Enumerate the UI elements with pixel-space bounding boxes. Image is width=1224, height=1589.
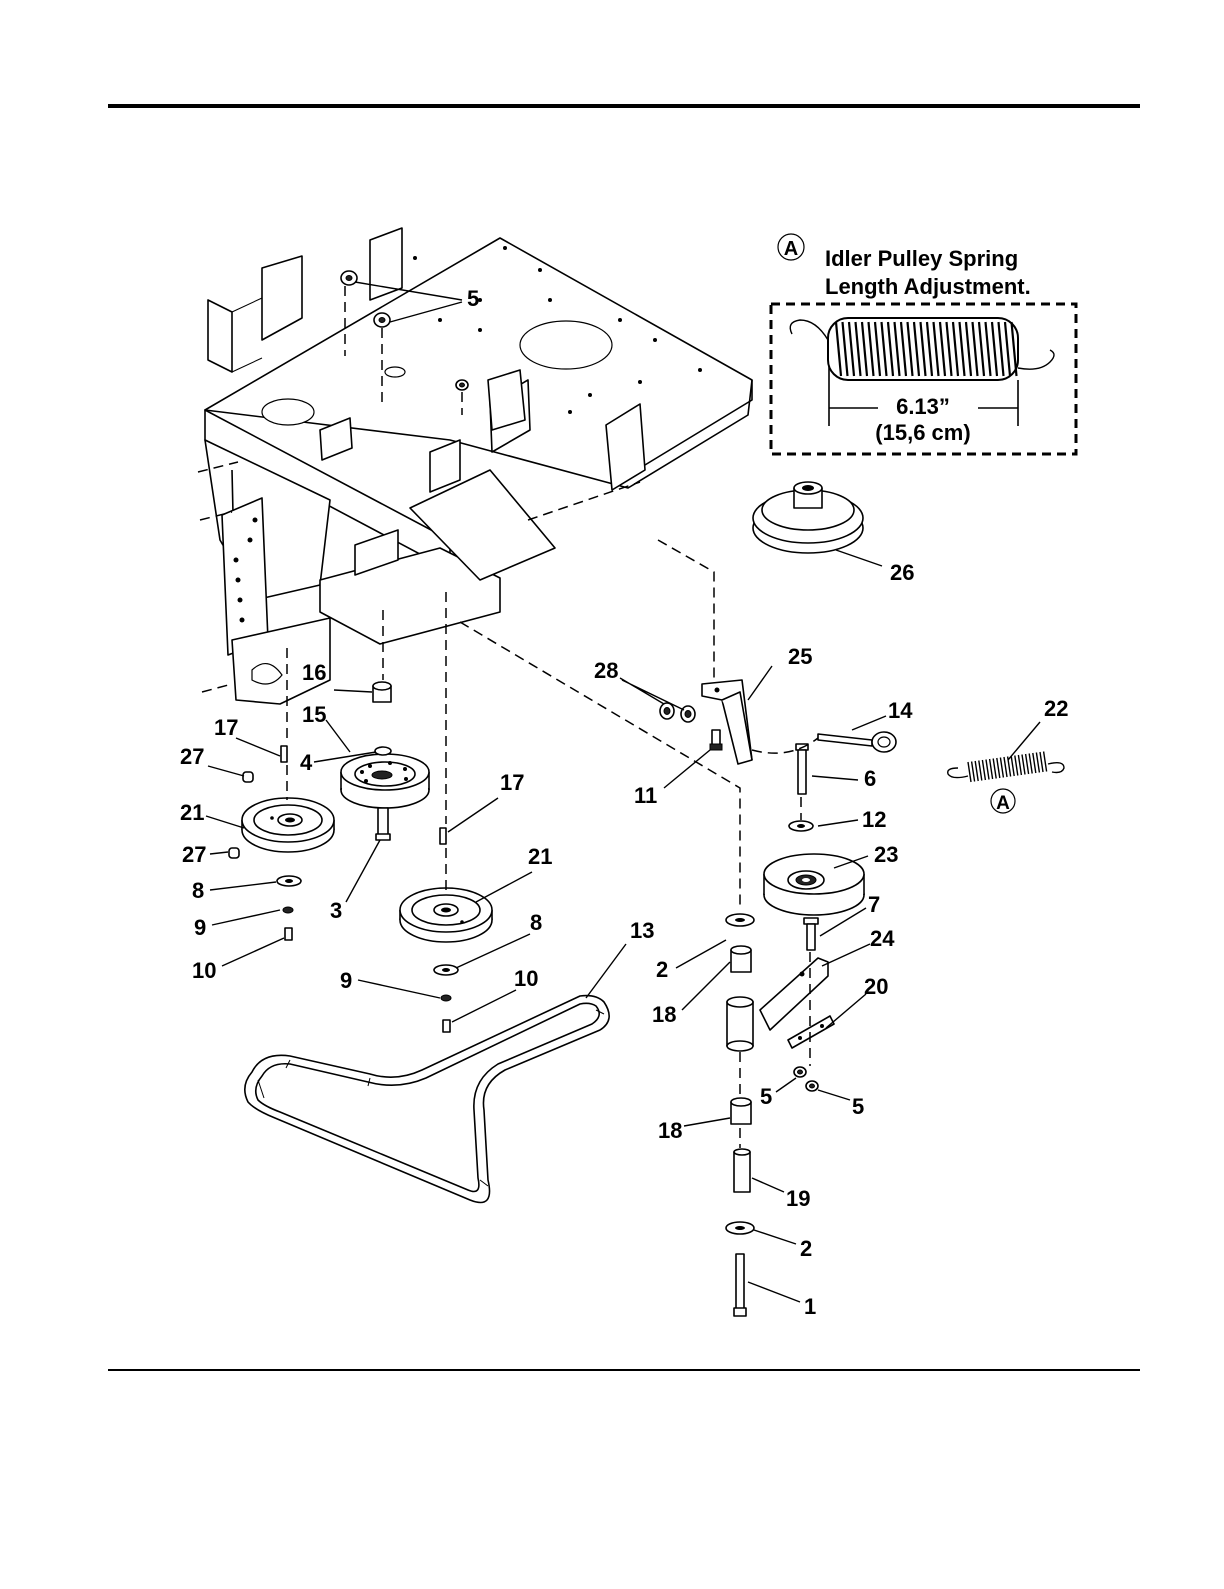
part-21-pulley-center	[400, 888, 492, 942]
callout-5-lower-left: 5	[760, 1084, 772, 1109]
callout-2-lower: 2	[800, 1236, 812, 1261]
callout-1: 1	[804, 1294, 816, 1319]
callout-8-left: 8	[192, 878, 204, 903]
part-8-washer-center	[434, 965, 458, 975]
callout-6: 6	[864, 766, 876, 791]
part-3-bolt	[376, 808, 390, 840]
part-20-plate	[788, 1016, 834, 1048]
part-17-key-left	[281, 746, 287, 762]
spring-marker: A	[996, 793, 1010, 814]
part-12-washer-hole	[797, 824, 805, 828]
callout-2-upper: 2	[656, 957, 668, 982]
part-13-belt	[245, 996, 609, 1203]
callout-13: 13	[630, 918, 654, 943]
callout-27-bottom: 27	[182, 842, 206, 867]
callout-25: 25	[788, 644, 812, 669]
part-17-key-center	[440, 828, 446, 844]
callout-10-left: 10	[192, 958, 216, 983]
callout-5-top: 5	[467, 286, 479, 311]
callout-11: 11	[634, 783, 657, 808]
part-25-bracket	[702, 680, 752, 764]
part-2-washer-lower	[726, 1222, 754, 1234]
callout-7: 7	[868, 892, 880, 917]
part-18-bushing-upper	[731, 946, 751, 972]
inset-title-line1: Idler Pulley Spring	[825, 246, 1018, 271]
part-19-spacer	[734, 1149, 750, 1192]
part-7-bolt	[804, 918, 818, 950]
bottom-rule	[108, 1369, 1140, 1371]
callout-9-center: 9	[340, 968, 352, 993]
part-18-bushing-lower	[731, 1098, 751, 1124]
idler-spring-inset: A Idler Pulley Spring Length Adjustment.…	[771, 234, 1076, 454]
part-15-idler-pulley	[341, 754, 429, 808]
part-14-eyebolt	[818, 732, 896, 752]
callout-10-center: 10	[514, 966, 538, 991]
part-26-pulley	[753, 482, 863, 553]
callout-18-lower: 18	[658, 1118, 682, 1143]
part-9-lockwasher-center	[441, 995, 451, 1001]
part-16-spacer	[373, 682, 391, 702]
callout-12: 12	[862, 807, 886, 832]
callout-22: 22	[1044, 696, 1068, 721]
part-11-bolt	[710, 730, 722, 750]
callout-14: 14	[888, 698, 913, 723]
callout-21-center: 21	[528, 844, 552, 869]
part-10-bolt-center	[443, 1020, 450, 1032]
part-9-lockwasher-left	[283, 907, 293, 913]
callout-19: 19	[786, 1186, 810, 1211]
part-10-bolt-left	[285, 928, 292, 940]
top-rule	[108, 104, 1140, 108]
inset-dimension-cm: (15,6 cm)	[875, 420, 970, 445]
part-2-washer-upper	[726, 914, 754, 926]
part-6-bolt	[796, 744, 808, 794]
callout-28: 28	[594, 658, 618, 683]
callout-27-top: 27	[180, 744, 204, 769]
callout-26: 26	[890, 560, 914, 585]
callout-8-center: 8	[530, 910, 542, 935]
part-21-pulley-left	[242, 798, 334, 852]
callout-17-left: 17	[214, 715, 238, 740]
inset-title-line2: Length Adjustment.	[825, 274, 1031, 299]
inset-marker: A	[784, 238, 798, 260]
callout-16: 16	[302, 660, 326, 685]
part-8-washer-left	[277, 876, 301, 886]
part-4-washer	[375, 747, 391, 755]
callout-20: 20	[864, 974, 888, 999]
callout-5-lower-right: 5	[852, 1094, 864, 1119]
part-1-bolt	[734, 1254, 746, 1316]
callout-24: 24	[870, 926, 895, 951]
callout-23: 23	[874, 842, 898, 867]
part-5-nuts-lower	[794, 1067, 818, 1091]
callout-17-center: 17	[500, 770, 524, 795]
part-22-spring	[948, 752, 1064, 783]
inset-dimension-inches: 6.13”	[896, 394, 950, 419]
callout-18-upper: 18	[652, 1002, 676, 1027]
callout-9-left: 9	[194, 915, 206, 940]
callout-15: 15	[302, 702, 326, 727]
callout-3: 3	[330, 898, 342, 923]
callout-4: 4	[300, 750, 313, 775]
callout-21-left: 21	[180, 800, 204, 825]
part-28-nuts	[660, 703, 695, 722]
